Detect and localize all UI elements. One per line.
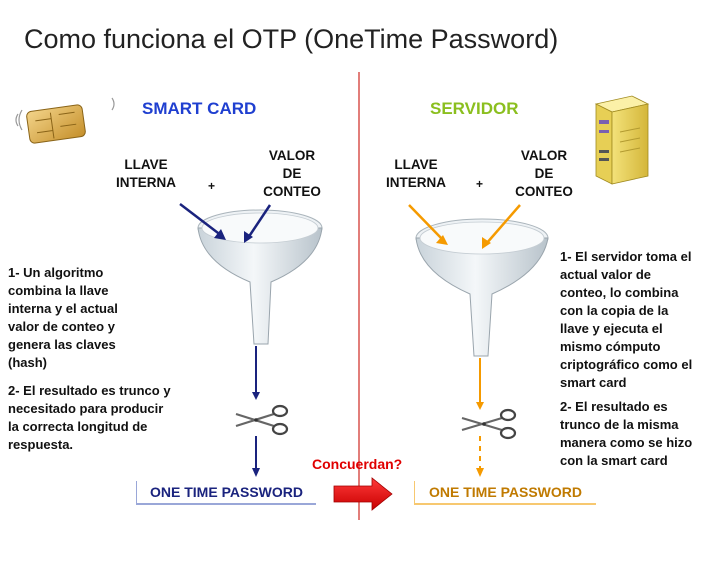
right-step1-text: 1- El servidor toma el actual valor de c…: [560, 249, 693, 390]
compare-label: Concuerdan?: [312, 456, 403, 472]
left-plus: +: [208, 179, 216, 193]
server-tower-icon: [594, 95, 650, 185]
left-count-label: VALOR DE CONTEO: [263, 148, 321, 199]
left-output-line: [252, 346, 260, 477]
right-step2-text: 2- El resultado es trunco de la misma ma…: [560, 399, 693, 468]
right-count-label: VALOR DE CONTEO: [515, 148, 573, 199]
page-title: Como funciona el OTP (OneTime Password): [24, 24, 559, 54]
right-plus: +: [476, 177, 484, 191]
smart-card-chip-icon: [15, 97, 115, 144]
left-step1-text: 1- Un algoritmo combina la llave interna…: [8, 265, 118, 370]
right-output-line: [476, 358, 484, 477]
left-key-label: LLAVE INTERNA: [116, 157, 176, 190]
left-otp-box: ONE TIME PASSWORD: [136, 481, 316, 505]
scissors-icon: [461, 408, 517, 440]
scissors-icon: [235, 404, 289, 436]
left-input-arrows: [179, 203, 272, 243]
right-input-arrows: [408, 204, 521, 249]
compare-arrow-icon: [333, 477, 393, 511]
right-key-label: LLAVE INTERNA: [386, 157, 446, 190]
left-step2-text: 2- El resultado es trunco y necesitado p…: [8, 383, 171, 452]
funnel-icon: [197, 209, 323, 345]
smart-card-heading: SMART CARD: [142, 99, 257, 118]
right-otp-box: ONE TIME PASSWORD: [414, 481, 596, 505]
server-heading: SERVIDOR: [430, 99, 519, 118]
